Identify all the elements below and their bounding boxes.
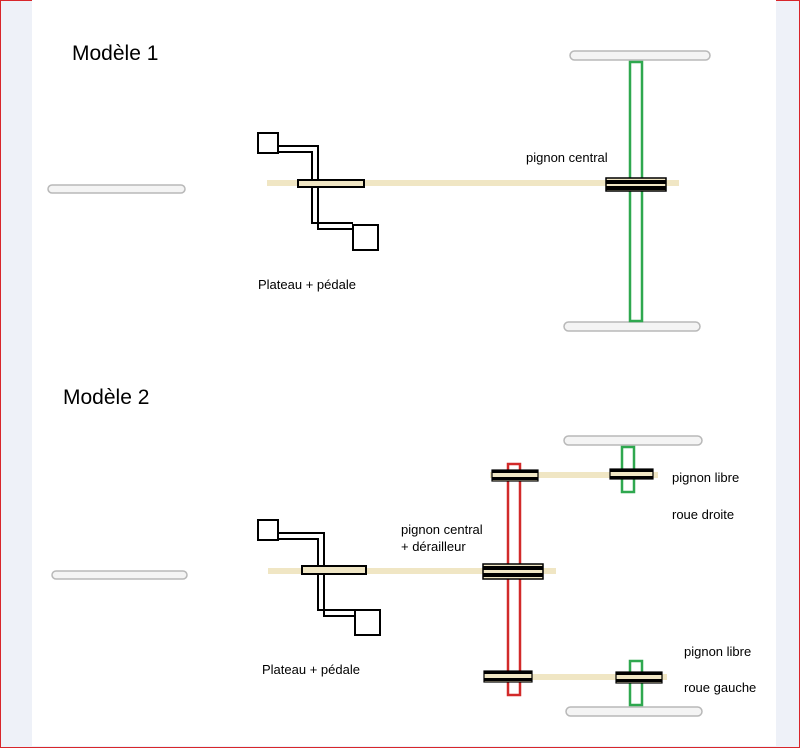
model-1-front-wheel bbox=[47, 184, 186, 194]
model-2-left-wheel bbox=[565, 706, 703, 717]
model-1-title: Modèle 1 bbox=[72, 42, 158, 65]
model-2-free-sprocket-right-label: pignon libre bbox=[672, 470, 739, 485]
model-1-crank-pedal bbox=[257, 132, 379, 251]
model-2-derailleur-bottom bbox=[483, 670, 533, 683]
model-2-wheel-right-label: roue droite bbox=[672, 507, 734, 522]
model-2-main-axle bbox=[268, 568, 556, 574]
model-1: Modèle 1 Plateau + pédale pignon central bbox=[47, 42, 711, 332]
diagram-canvas bbox=[32, 0, 776, 746]
model-1-crank-label: Plateau + pédale bbox=[258, 277, 356, 292]
model-2-free-sprocket-right bbox=[609, 445, 654, 494]
model-2-right-axle bbox=[490, 472, 658, 478]
model-2-crank-pedal bbox=[257, 519, 381, 636]
model-2-sprocket-label-line2: + dérailleur bbox=[401, 539, 466, 554]
model-2-derailleur-top bbox=[491, 469, 539, 482]
model-2-front-wheel bbox=[51, 570, 188, 580]
model-2-wheel-left-label: roue gauche bbox=[684, 680, 756, 695]
model-1-sprocket-label: pignon central bbox=[526, 150, 608, 165]
model-2-sprocket-label-line1: pignon central bbox=[401, 522, 483, 537]
model-2-right-wheel bbox=[563, 435, 703, 446]
model-2-central-sprocket bbox=[482, 563, 544, 580]
model-2-free-sprocket-left bbox=[615, 659, 663, 707]
model-2-title: Modèle 2 bbox=[63, 386, 149, 409]
model-1-rear-wheel-top bbox=[569, 50, 711, 61]
model-1-rear-wheel-bottom bbox=[563, 321, 701, 332]
model-2-crank-label: Plateau + pédale bbox=[262, 662, 360, 677]
model-1-main-axle bbox=[267, 180, 679, 186]
model-2: Modèle 2 Plateau + pédale bbox=[51, 386, 756, 717]
model-2-left-axle bbox=[484, 674, 667, 680]
model-2-free-sprocket-left-label: pignon libre bbox=[684, 644, 751, 659]
model-1-central-sprocket bbox=[605, 177, 667, 192]
